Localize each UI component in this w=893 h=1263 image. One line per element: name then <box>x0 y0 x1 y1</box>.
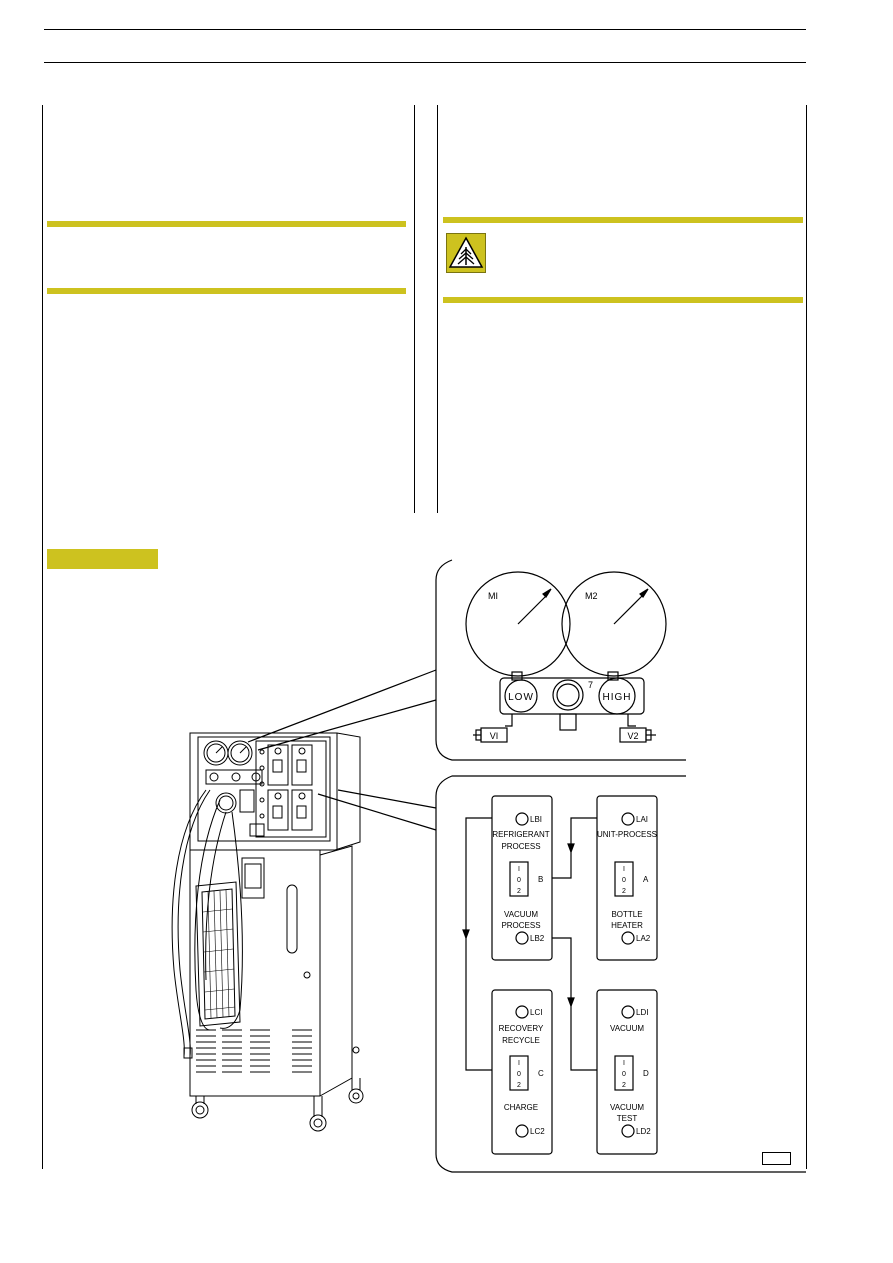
panel-a-top-led: LAI <box>636 815 648 824</box>
panel-c-switch-pos-2: 2 <box>517 1082 521 1089</box>
panel-b-switch-pos-1: I <box>518 866 520 873</box>
left-note-bar-bottom <box>47 288 406 294</box>
high-port-label: HIGH <box>603 692 632 703</box>
column-divider-left <box>414 105 415 513</box>
page-number-box <box>762 1152 791 1165</box>
panel-a-top-line1: UNIT-PROCESS <box>597 830 657 839</box>
panel-a-bottom-led: LA2 <box>636 934 651 943</box>
gauge-m2-label: M2 <box>585 591 598 601</box>
right-warning-bar-bottom <box>443 297 803 303</box>
environment-warning-icon <box>446 233 486 273</box>
panel-d-switch-pos-2: 2 <box>622 1082 626 1089</box>
panel-c-bottom-line1: CHARGE <box>504 1103 538 1112</box>
header-rule-top <box>44 29 806 30</box>
panel-d-bottom-line1: VACUUM <box>610 1103 644 1112</box>
gauge-m1 <box>465 571 571 677</box>
panel-d-switch-pos-1: I <box>623 1060 625 1067</box>
panel-b-switch-pos-0: 0 <box>517 877 521 884</box>
panel-d-bottom-line2: TEST <box>617 1114 638 1123</box>
panel-b-bottom-line1: VACUUM <box>504 910 538 919</box>
panel-c-bottom-led: LC2 <box>530 1127 545 1136</box>
zoom-frame-gauges <box>435 559 686 761</box>
panel-b-top-line2: PROCESS <box>501 842 540 851</box>
panel-d-top-led: LDI <box>636 1008 648 1017</box>
zoom-frame-panels <box>435 775 806 1173</box>
panel-c-switch-pos-0: 0 <box>517 1071 521 1078</box>
header-rule-bottom <box>44 62 806 63</box>
panel-a-switch-pos-0: 0 <box>622 877 626 884</box>
panel-b-top-line1: REFRIGERANT <box>492 830 549 839</box>
panel-b-bottom-led: LB2 <box>530 934 545 943</box>
low-port-label: LOW <box>508 692 534 703</box>
gauge-m1-label: MI <box>488 591 498 601</box>
panel-c-top-led: LCI <box>530 1008 542 1017</box>
column-divider-right <box>437 105 438 513</box>
panel-a <box>596 795 658 961</box>
panel-a-switch-pos-2: 2 <box>622 888 626 895</box>
left-note-bar-top <box>47 221 406 227</box>
panel-d-switch-pos-0: 0 <box>622 1071 626 1078</box>
panel-d-switch-letter: D <box>643 1069 649 1078</box>
gauge-m2 <box>561 571 667 677</box>
panel-d <box>596 989 658 1155</box>
panel-a-switch-pos-1: I <box>623 866 625 873</box>
panel-a-bottom-line1: BOTTLE <box>611 910 642 919</box>
panel-d-bottom-led: LD2 <box>636 1127 651 1136</box>
panel-a-bottom-line2: HEATER <box>611 921 643 930</box>
panel-b-switch-pos-2: 2 <box>517 888 521 895</box>
recovery-machine <box>171 732 364 1132</box>
figure-label-bar <box>47 549 158 569</box>
right-warning-bar-top <box>443 217 803 223</box>
panel-d-top-line1: VACUUM <box>610 1024 644 1033</box>
manifold-center-number: 7 <box>588 680 593 690</box>
panel-b-bottom-line2: PROCESS <box>501 921 540 930</box>
panel-c-switch-pos-1: I <box>518 1060 520 1067</box>
panel-b-top-led: LBI <box>530 815 542 824</box>
left-margin-rule <box>42 105 43 1169</box>
panel-b-switch-letter: B <box>538 875 543 884</box>
panel-c-top-line1: RECOVERY <box>499 1024 544 1033</box>
panel-c-top-line2: RECYCLE <box>502 1036 540 1045</box>
valve-v2-label: V2 <box>627 731 638 741</box>
right-margin-rule <box>806 105 807 1169</box>
panel-c <box>491 989 553 1155</box>
panel-c-switch-letter: C <box>538 1069 544 1078</box>
valve-v1-label: VI <box>490 731 499 741</box>
panel-a-switch-letter: A <box>643 875 649 884</box>
